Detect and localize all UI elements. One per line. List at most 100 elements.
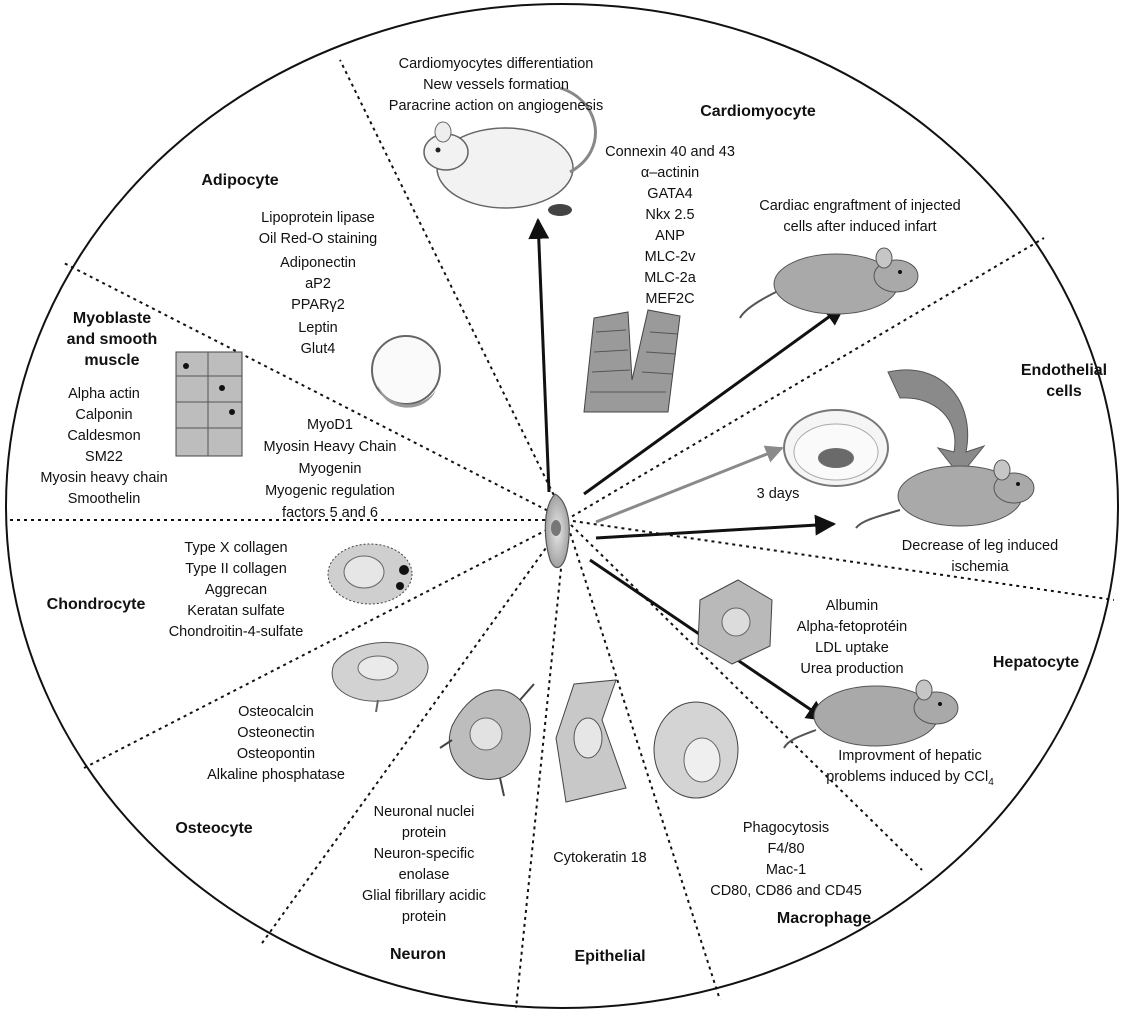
marker-item: ANP xyxy=(605,226,735,247)
myogenic-markers: MyoD1 Myosin Heavy Chain Myogenin Myogen… xyxy=(264,414,397,524)
marker-item: LDL uptake xyxy=(797,638,907,659)
marker-item: Aggrecan xyxy=(169,580,304,601)
subscript: 4 xyxy=(988,777,994,788)
marker-item: aP2 xyxy=(259,274,377,295)
effect-line: Cardiomyocytes differentiation xyxy=(389,54,603,75)
title-line: and smooth xyxy=(67,329,158,350)
marker-item: Myosin Heavy Chain xyxy=(264,436,397,458)
marker-item: CD80, CD86 and CD45 xyxy=(710,881,862,902)
marker-item: Myosin heavy chain xyxy=(40,468,167,489)
macrophage-markers: Phagocytosis F4/80 Mac-1 CD80, CD86 and … xyxy=(710,818,862,902)
macrophage-illustration xyxy=(654,702,738,798)
note-line: problems induced by CCl4 xyxy=(826,767,994,793)
marker-item: Calponin xyxy=(40,405,167,426)
epithelial-markers: Cytokeratin 18 xyxy=(553,848,647,869)
mouse-hepatic-illustration xyxy=(784,680,958,748)
epithelial-title: Epithelial xyxy=(574,946,645,967)
marker-item: Glut4 xyxy=(259,339,377,360)
marker-item: Glial fibrillary acidic xyxy=(362,886,486,907)
marker-item: Cytokeratin 18 xyxy=(553,848,647,869)
note-line: Improvment of hepatic xyxy=(826,746,994,767)
marker-item: Type II collagen xyxy=(169,559,304,580)
marker-item: α–actinin xyxy=(605,163,735,184)
marker-item: Chondroitin-4-sulfate xyxy=(169,622,304,643)
marker-item: MLC-2a xyxy=(605,268,735,289)
marker-item: GATA4 xyxy=(605,184,735,205)
cardiac-engraftment-note: Cardiac engraftment of injected cells af… xyxy=(759,196,961,238)
hepatic-improvement-note: Improvment of hepatic problems induced b… xyxy=(826,746,994,793)
myoblast-title: Myoblaste and smooth muscle xyxy=(67,308,158,371)
marker-item: Caldesmon xyxy=(40,426,167,447)
marker-item: Alpha actin xyxy=(40,384,167,405)
neuron-markers: Neuronal nuclei protein Neuron-specific … xyxy=(362,802,486,928)
marker-item: factors 5 and 6 xyxy=(264,502,397,524)
arrow-to-rat xyxy=(538,220,549,492)
chondrocyte-illustration xyxy=(328,544,412,604)
adipocyte-markers: Lipoprotein lipase Oil Red-O staining Ad… xyxy=(259,208,377,360)
marker-item: Urea production xyxy=(797,659,907,680)
note-line: cells after induced infart xyxy=(759,217,961,238)
note-line: Cardiac engraftment of injected xyxy=(759,196,961,217)
title-line: muscle xyxy=(67,350,158,371)
title-line: Endothelial xyxy=(1021,360,1107,381)
marker-item: Smoothelin xyxy=(40,489,167,510)
hepatocyte-markers: Albumin Alpha-fetoprotéin LDL uptake Ure… xyxy=(797,596,907,680)
marker-item: Osteonectin xyxy=(207,723,345,744)
mouse-cardiac-illustration xyxy=(740,248,918,318)
marker-item: Osteocalcin xyxy=(207,702,345,723)
cardiomyocyte-markers: Connexin 40 and 43 α–actinin GATA4 Nkx 2… xyxy=(605,142,735,310)
marker-item: Type X collagen xyxy=(169,538,304,559)
marker-item: Adiponectin xyxy=(259,253,377,274)
central-stem-cell xyxy=(545,494,569,568)
marker-item: SM22 xyxy=(40,447,167,468)
marker-item: Keratan sulfate xyxy=(169,601,304,622)
marker-item: MEF2C xyxy=(605,289,735,310)
marker-item: enolase xyxy=(362,865,486,886)
marker-item: MLC-2v xyxy=(605,247,735,268)
arrow-to-ischemia-mouse xyxy=(596,524,834,538)
marker-item: Myogenin xyxy=(264,458,397,480)
effect-line: New vessels formation xyxy=(389,75,603,96)
endothelial-title: Endothelial cells xyxy=(1021,360,1107,402)
marker-item: Mac-1 xyxy=(710,860,862,881)
neuron-illustration xyxy=(440,684,534,796)
marker-item: protein xyxy=(362,823,486,844)
marker-item: MyoD1 xyxy=(264,414,397,436)
marker-item: Oil Red-O staining xyxy=(259,229,377,250)
culture-time: 3 days xyxy=(757,484,800,505)
chondrocyte-title: Chondrocyte xyxy=(47,594,146,615)
note-line: ischemia xyxy=(902,557,1058,578)
marker-item: Lipoprotein lipase xyxy=(259,208,377,229)
macrophage-title: Macrophage xyxy=(777,908,871,929)
curved-arrow-icon xyxy=(888,370,984,476)
arrow-to-dish xyxy=(596,448,782,522)
petri-dish-illustration xyxy=(784,410,888,486)
hepatocyte-cell-illustration xyxy=(698,580,772,664)
marker-item: Connexin 40 and 43 xyxy=(605,142,735,163)
note-line: Decrease of leg induced xyxy=(902,536,1058,557)
smooth-muscle-tissue-illustration xyxy=(176,352,242,456)
marker-item: Myogenic regulation xyxy=(264,480,397,502)
marker-item: Nkx 2.5 xyxy=(605,205,735,226)
hepatocyte-title: Hepatocyte xyxy=(993,652,1079,673)
marker-item: Phagocytosis xyxy=(710,818,862,839)
neuron-title: Neuron xyxy=(390,944,446,965)
adipocyte-title: Adipocyte xyxy=(201,170,278,191)
chondrocyte-markers: Type X collagen Type II collagen Aggreca… xyxy=(169,538,304,643)
title-line: cells xyxy=(1021,381,1107,402)
epithelial-cell-illustration xyxy=(556,680,626,802)
osteocyte-title: Osteocyte xyxy=(175,818,252,839)
cardiomyocyte-tissue-illustration xyxy=(584,310,680,412)
marker-item: Albumin xyxy=(797,596,907,617)
cardiomyocyte-title: Cardiomyocyte xyxy=(700,101,816,122)
adipocyte-illustration xyxy=(372,336,440,408)
marker-item: F4/80 xyxy=(710,839,862,860)
marker-item: PPARγ2 xyxy=(259,295,377,316)
osteocyte-illustration xyxy=(332,642,428,712)
ischemia-note: Decrease of leg induced ischemia xyxy=(902,536,1058,578)
effect-line: Paracrine action on angiogenesis xyxy=(389,96,603,117)
marker-item: Leptin xyxy=(259,318,377,339)
marker-item: Neuron-specific xyxy=(362,844,486,865)
note-text: problems induced by CCl xyxy=(826,769,988,785)
mouse-ischemia-illustration xyxy=(856,460,1034,528)
